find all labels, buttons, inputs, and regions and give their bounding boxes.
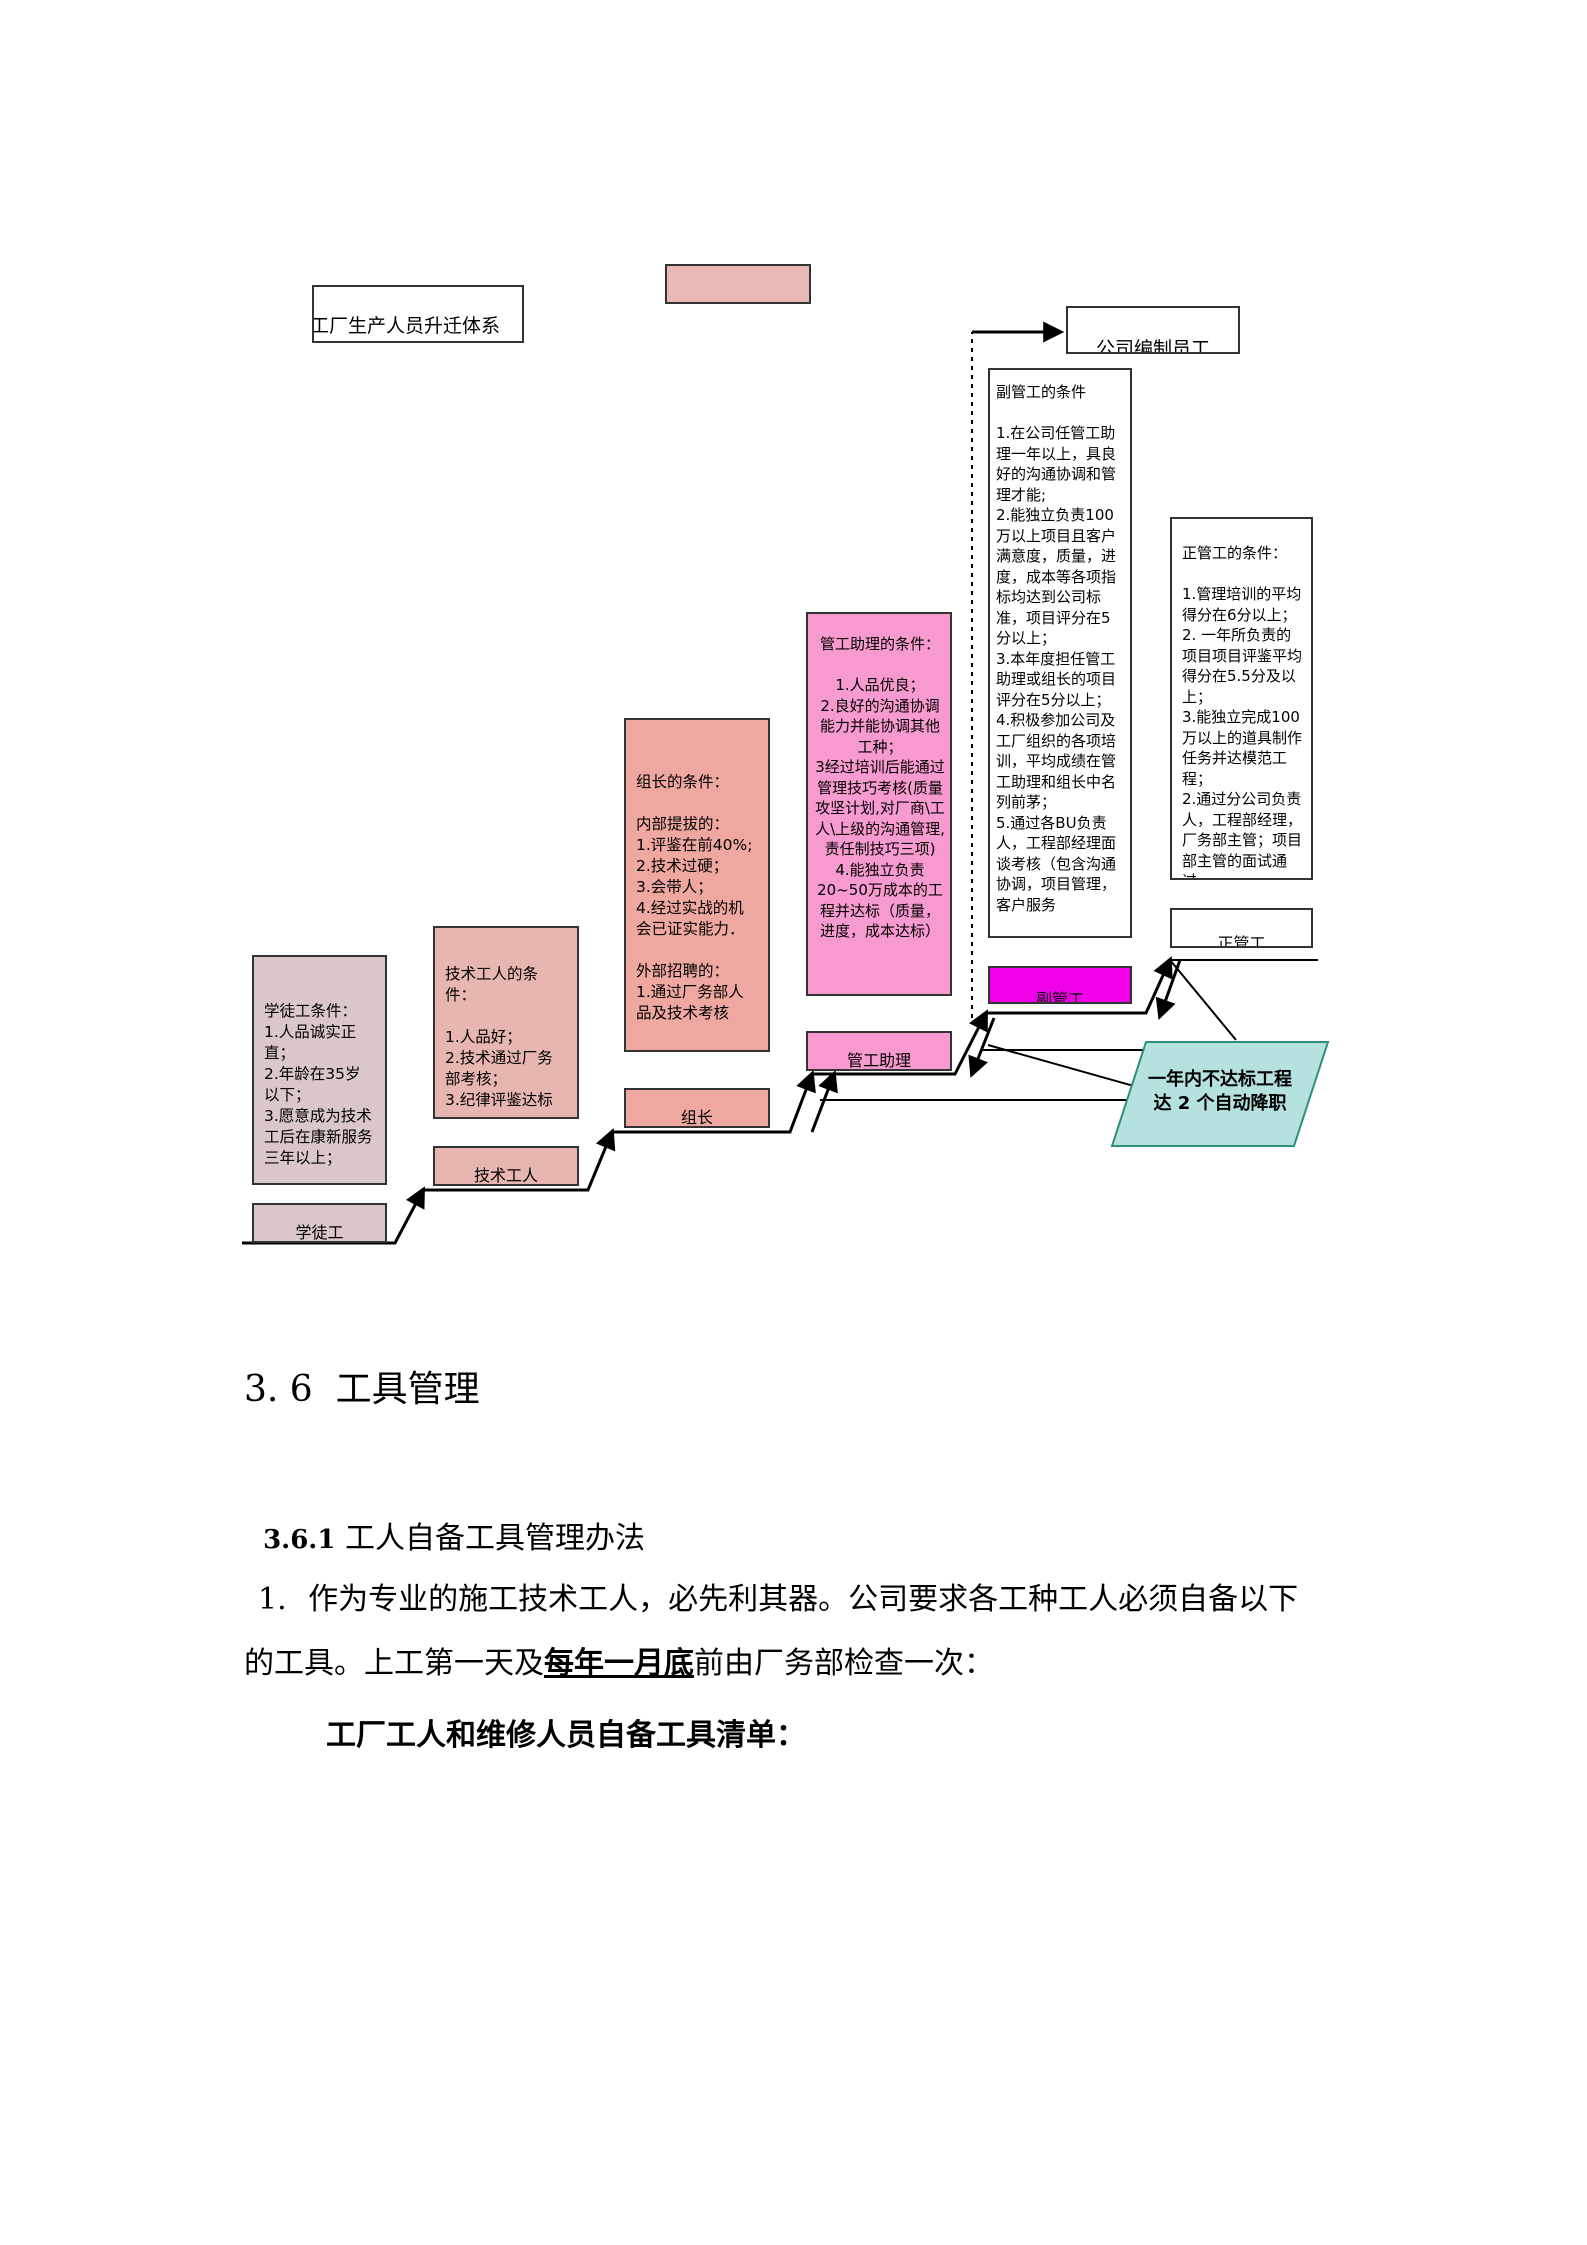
step5-label: 副管工	[988, 966, 1132, 1004]
company-staff-label: 公司编制员工	[1095, 338, 1210, 354]
step6-label: 正管工	[1170, 908, 1313, 948]
step2-label: 技术工人	[433, 1146, 579, 1186]
paragraph-line2: 的工具。上工第一天及每年一月底前由厂务部检查一次：	[244, 1632, 994, 1696]
paragraph-line1-text: 作为专业的施工技术工人，必先利其器。公司要求各工种工人必须自备以下	[308, 1582, 1299, 1617]
subheading-text: 工人自备工具管理办法	[335, 1521, 646, 1556]
step2-conditions: 技术工人的条件： 1.人品好； 2.技术通过厂务部考核； 3.纪律评鉴达标	[433, 926, 579, 1119]
subheading: 3.6.1 工人自备工具管理办法	[244, 1478, 645, 1557]
tool-list-title: 工厂工人和维修人员自备工具清单：	[326, 1718, 806, 1753]
diagram-title: 工厂生产人员升迁体系	[312, 315, 501, 337]
demotion-note: 一年内不达标工程达 2 个自动降职	[1148, 1069, 1292, 1114]
step1-label: 学徒工	[252, 1203, 387, 1243]
paragraph-line1: 1. 作为专业的施工技术工人，必先利其器。公司要求各工种工人必须自备以下	[258, 1568, 1298, 1632]
step1-conditions: 学徒工条件： 1.人品诚实正直； 2.年龄在35岁以下； 3.愿意成为技术工后在…	[252, 955, 387, 1185]
step3-conditions: 组长的条件： 内部提拔的： 1.评鉴在前40%; 2.技术过硬； 3.会带人； …	[624, 718, 770, 1052]
paragraph-line2-b: 前由厂务部检查一次：	[694, 1646, 994, 1681]
stair-segment-3	[612, 1070, 816, 1134]
step6-conditions: 正管工的条件： 1.管理培训的平均得分在6分以上； 2. 一年所负责的项目项目评…	[1170, 517, 1313, 880]
stair-segment-5	[986, 956, 1173, 1015]
stair-segment-2	[423, 1128, 616, 1192]
top-decorative-rect	[665, 264, 811, 304]
staircase-lines	[242, 321, 1318, 1245]
paragraph-number: 1.	[258, 1582, 287, 1617]
stair-segment-4	[812, 1009, 988, 1076]
step4-label: 管工助理	[806, 1031, 952, 1071]
step5-conditions: 副管工的条件 1.在公司任管工助理一年以上，具良好的沟通协调和管理才能; 2.能…	[988, 368, 1132, 938]
demotion-parallelogram	[1110, 1041, 1330, 1147]
step3-label: 组长	[624, 1088, 770, 1128]
stair-segment-1	[242, 1186, 425, 1245]
section-heading: 3. 6 工具管理	[244, 1369, 480, 1410]
company-staff-box: 公司编制员工	[1066, 306, 1240, 354]
paragraph-emphasis: 每年一月底	[544, 1646, 694, 1681]
diagram-title-box: 工厂生产人员升迁体系	[312, 285, 524, 343]
step4-conditions: 管工助理的条件： 1.人品优良； 2.良好的沟通协调能力并能协调其他工种； 3经…	[806, 612, 952, 996]
paragraph-line2-a: 的工具。上工第一天及	[244, 1646, 544, 1681]
subheading-number: 3.6.1	[263, 1525, 336, 1555]
